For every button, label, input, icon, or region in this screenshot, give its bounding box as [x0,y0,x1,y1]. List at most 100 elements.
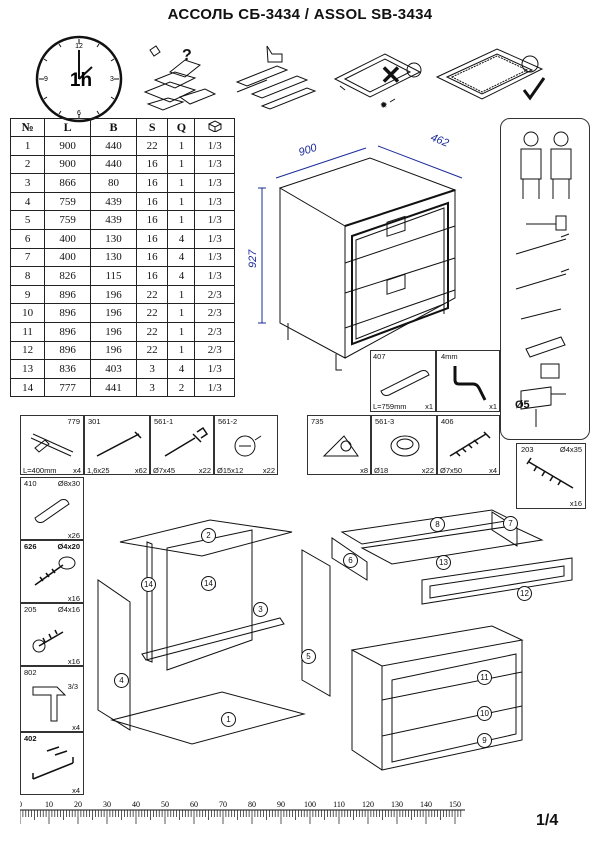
fitting-note: Ø4x16 [57,605,80,614]
table-cell: 10 [9,303,46,323]
flat-screwdriver-icon [515,233,570,255]
table-cell: 9 [9,284,46,305]
table-cell: 1/3 [194,247,235,268]
ruler-label: 120 [362,800,374,809]
table-cell: 115 [90,266,137,286]
width-dimension: 900 [297,141,319,158]
part-number: 8 [435,520,440,529]
table-cell: 1 [9,136,46,156]
table-cell: 896 [44,340,92,361]
col-package [194,118,235,137]
part-label: 14 [141,577,156,592]
table-cell: 2 [9,154,46,175]
sad-face-icon [406,62,422,78]
fitting-code: 802 [24,668,37,677]
table-cell: 3 [135,377,169,398]
fitting-note: 1,6x25 [87,466,110,475]
fitting-code: 561-3 [375,417,395,426]
leg-support-icon [32,686,67,722]
part-label: 5 [301,649,316,664]
handle-icon [32,746,74,780]
ruler-label: 90 [277,800,285,809]
wood-screw-icon [526,457,574,489]
table-cell: 16 [135,210,169,230]
ruler-label: 130 [391,800,403,809]
short-screw-icon [32,629,64,653]
part-number: 4 [119,676,124,685]
assembled-chest-drawing: 900 462 927 [247,132,463,371]
unpacking-pictogram: ? [143,45,217,111]
table-cell: 196 [90,303,137,323]
part-number: 13 [439,558,448,567]
table-cell: 1/3 [194,191,235,212]
svg-text:?: ? [182,47,192,64]
fitting-735-box: 735 x8 [307,415,371,475]
part-label: 11 [477,670,492,685]
part-number: 12 [520,589,529,598]
table-cell: 1 [167,340,196,361]
checkmark-icon [522,77,546,101]
fitting-note: Ø4x35 [559,445,582,454]
fitting-561-1-box: 561-1 Ø7x45 x22 [150,415,214,475]
depth-dimension-line [377,145,463,179]
package-icon [207,119,222,133]
part-label: 1 [221,712,236,727]
fitting-561-3-box: 561-3 Ø18 x22 [371,415,437,475]
part-label: 2 [201,528,216,543]
table-cell: 130 [90,228,137,249]
level-icon [525,336,566,358]
part-number: 1 [226,715,231,724]
clock-mark-9: 9 [44,76,48,83]
drill-icon [520,386,566,427]
phillips-screwdriver-icon [515,268,570,290]
table-cell: 896 [44,284,92,305]
part-14-panel [166,529,253,671]
table-cell: 1/3 [194,228,235,249]
part-number: 6 [348,556,353,565]
part-2-panel [119,519,293,557]
table-cell: 196 [90,340,137,361]
table-cell: 196 [90,321,137,342]
fitting-code: 410 [24,479,37,488]
part-number: 3 [258,605,263,614]
table-cell: 1 [167,303,196,323]
table-cell: 836 [44,359,92,379]
table-cell: 4 [167,228,196,249]
col-number: № [9,118,46,137]
cap-icon [390,435,420,457]
part-1-panel [110,691,306,745]
table-cell: 16 [135,228,169,249]
part-number: 9 [482,736,487,745]
fitting-qty: x8 [360,466,368,475]
fitting-qty: x16 [67,657,80,666]
fitting-code: 779 [67,417,80,426]
table-cell: 900 [44,136,92,156]
part-number: 7 [508,519,513,528]
fitting-410-box: 410 Ø8x30 x26 [20,477,84,540]
part-number: 11 [480,673,489,682]
ruler-label: 80 [248,800,256,809]
hex-key-icon [453,366,487,401]
part-3-panel [141,617,285,661]
two-people-icon [520,131,572,199]
col-thickness: S [135,118,169,137]
thumbs-down-icon [149,45,161,57]
ruler-label: 20 [74,800,82,809]
table-cell: 2/3 [194,303,235,323]
part-number: 14 [204,579,213,588]
table-cell: 1/3 [194,377,235,398]
hex-key-icon [520,308,562,320]
fitting-code: 402 [24,734,37,743]
part-label: 14 [201,576,216,591]
tools-panel: Ø5 [500,118,590,440]
fitting-205-box: 205 Ø4x16 x16 [20,603,84,666]
fitting-note: 4mm [441,352,458,361]
svg-text:✹: ✹ [380,100,388,110]
table-cell: 1 [167,321,196,342]
